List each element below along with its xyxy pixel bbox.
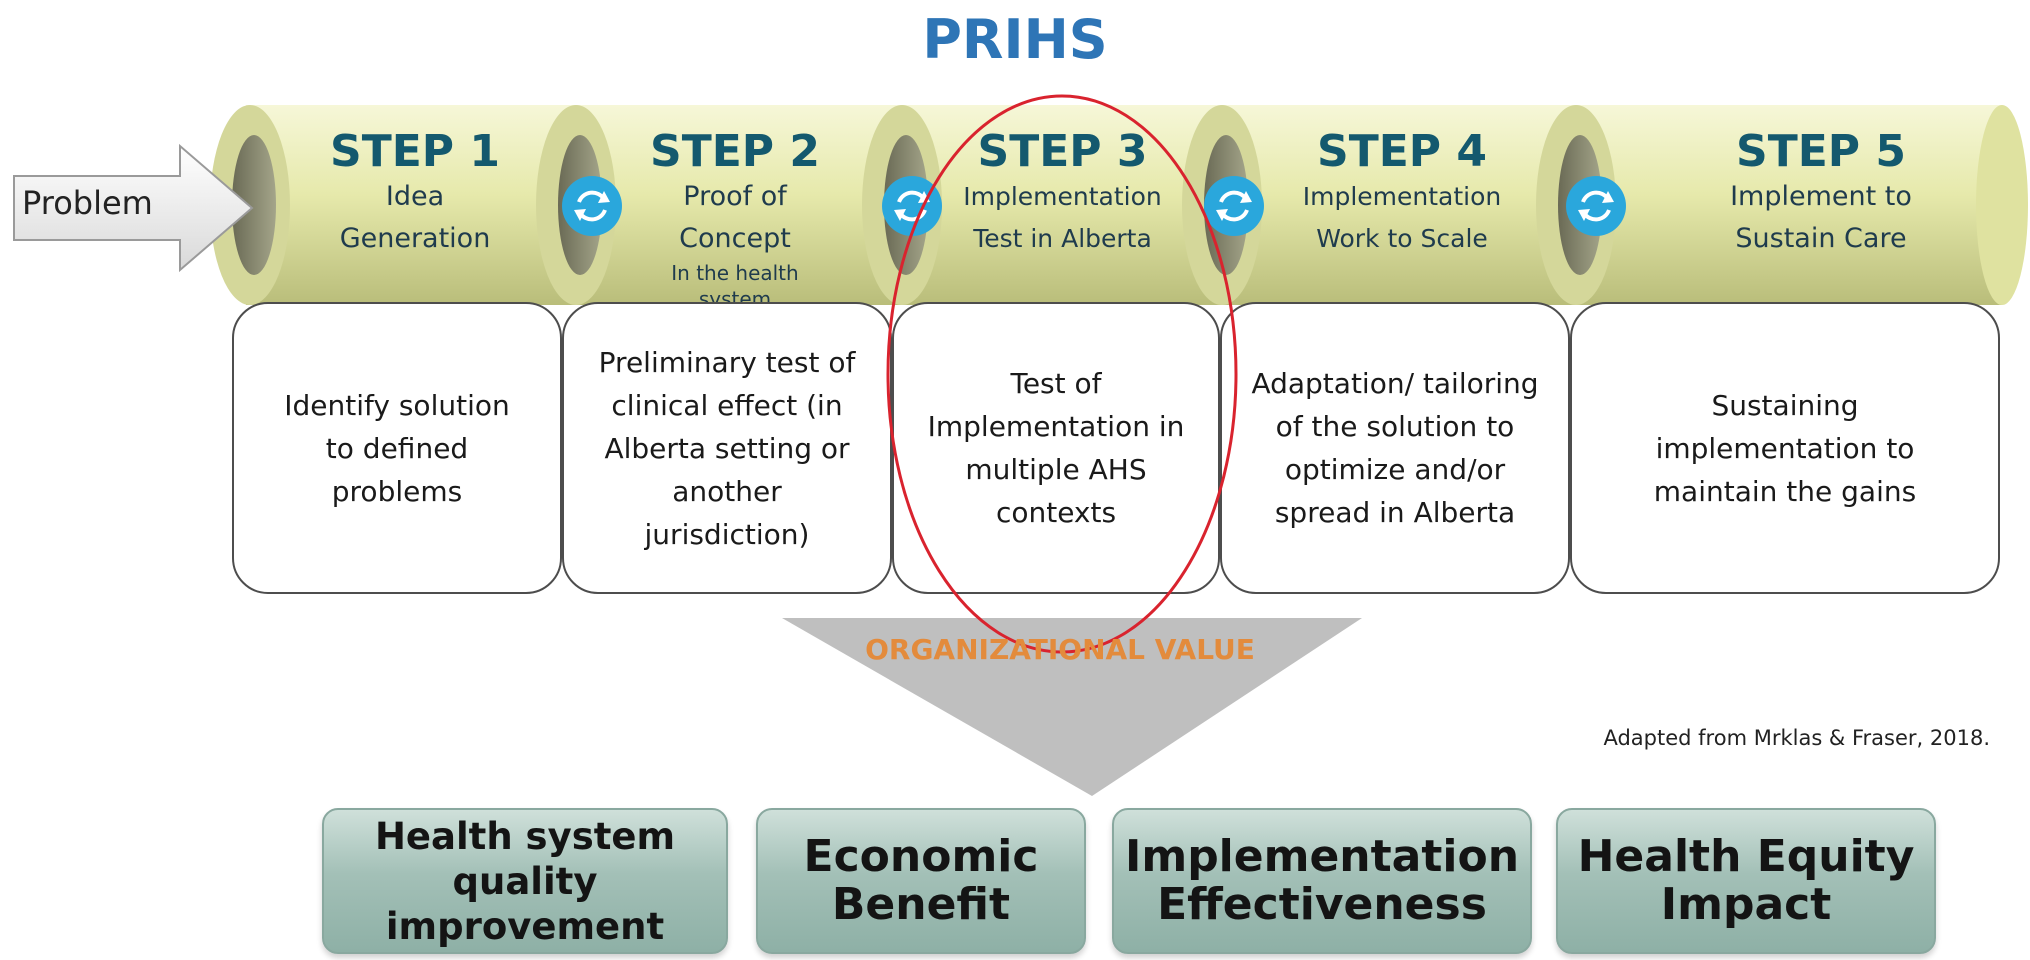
- step-name: Implement to Sustain Care: [1730, 181, 1912, 254]
- step-2-description: Preliminary test of clinical effect (in …: [562, 302, 892, 594]
- step-1-header: STEP 1 Idea Generation: [300, 128, 530, 260]
- step-5-header: STEP 5 Implement to Sustain Care: [1686, 128, 1956, 260]
- diagram-title: PRIHS: [922, 8, 1108, 71]
- step-1-description: Identify solution to defined problems: [232, 302, 562, 594]
- refresh-cycle-icon: [562, 176, 622, 236]
- step-name: Idea Generation: [339, 181, 491, 254]
- refresh-cycle-icon: [882, 176, 942, 236]
- pipe-segment-4: [1182, 105, 1583, 305]
- organizational-value-label: ORGANIZATIONAL VALUE: [865, 633, 1255, 666]
- step-number: STEP 3: [977, 126, 1148, 177]
- pipe-segment-3: [862, 105, 1228, 305]
- step-4-header: STEP 4 Implementation Work to Scale: [1282, 128, 1522, 260]
- refresh-cycle-icon: [1204, 176, 1264, 236]
- step-number: STEP 4: [1317, 126, 1487, 177]
- step-number: STEP 5: [1736, 126, 1906, 177]
- arrow-right-icon: [13, 143, 254, 273]
- pipe-segment-5: [1536, 105, 2028, 305]
- outcome-health-equity-impact: Health Equity Impact: [1556, 808, 1936, 954]
- step-number: STEP 1: [330, 126, 500, 177]
- outcome-implementation-effectiveness: Implementation Effectiveness: [1112, 808, 1532, 954]
- refresh-cycle-icon: [1566, 176, 1626, 236]
- outcome-health-system-quality: Health system quality improvement: [322, 808, 728, 954]
- organizational-value-funnel: [782, 618, 1362, 796]
- citation: Adapted from Mrklas & Fraser, 2018.: [1603, 726, 1990, 750]
- step-name: Proof of Concept: [679, 181, 791, 254]
- step-3-header: STEP 3 Implementation Test in Alberta: [945, 128, 1180, 260]
- step-4-description: Adaptation/ tailoring of the solution to…: [1220, 302, 1570, 594]
- step-name: Implementation Work to Scale: [1302, 182, 1502, 253]
- step-5-description: Sustaining implementation to maintain th…: [1570, 302, 2000, 594]
- step-name: Implementation Test in Alberta: [963, 182, 1162, 253]
- step-number: STEP 2: [650, 126, 820, 177]
- outcome-economic-benefit: Economic Benefit: [756, 808, 1086, 954]
- step-3-description: Test of Implementation in multiple AHS c…: [892, 302, 1220, 594]
- problem-label: Problem: [22, 184, 153, 222]
